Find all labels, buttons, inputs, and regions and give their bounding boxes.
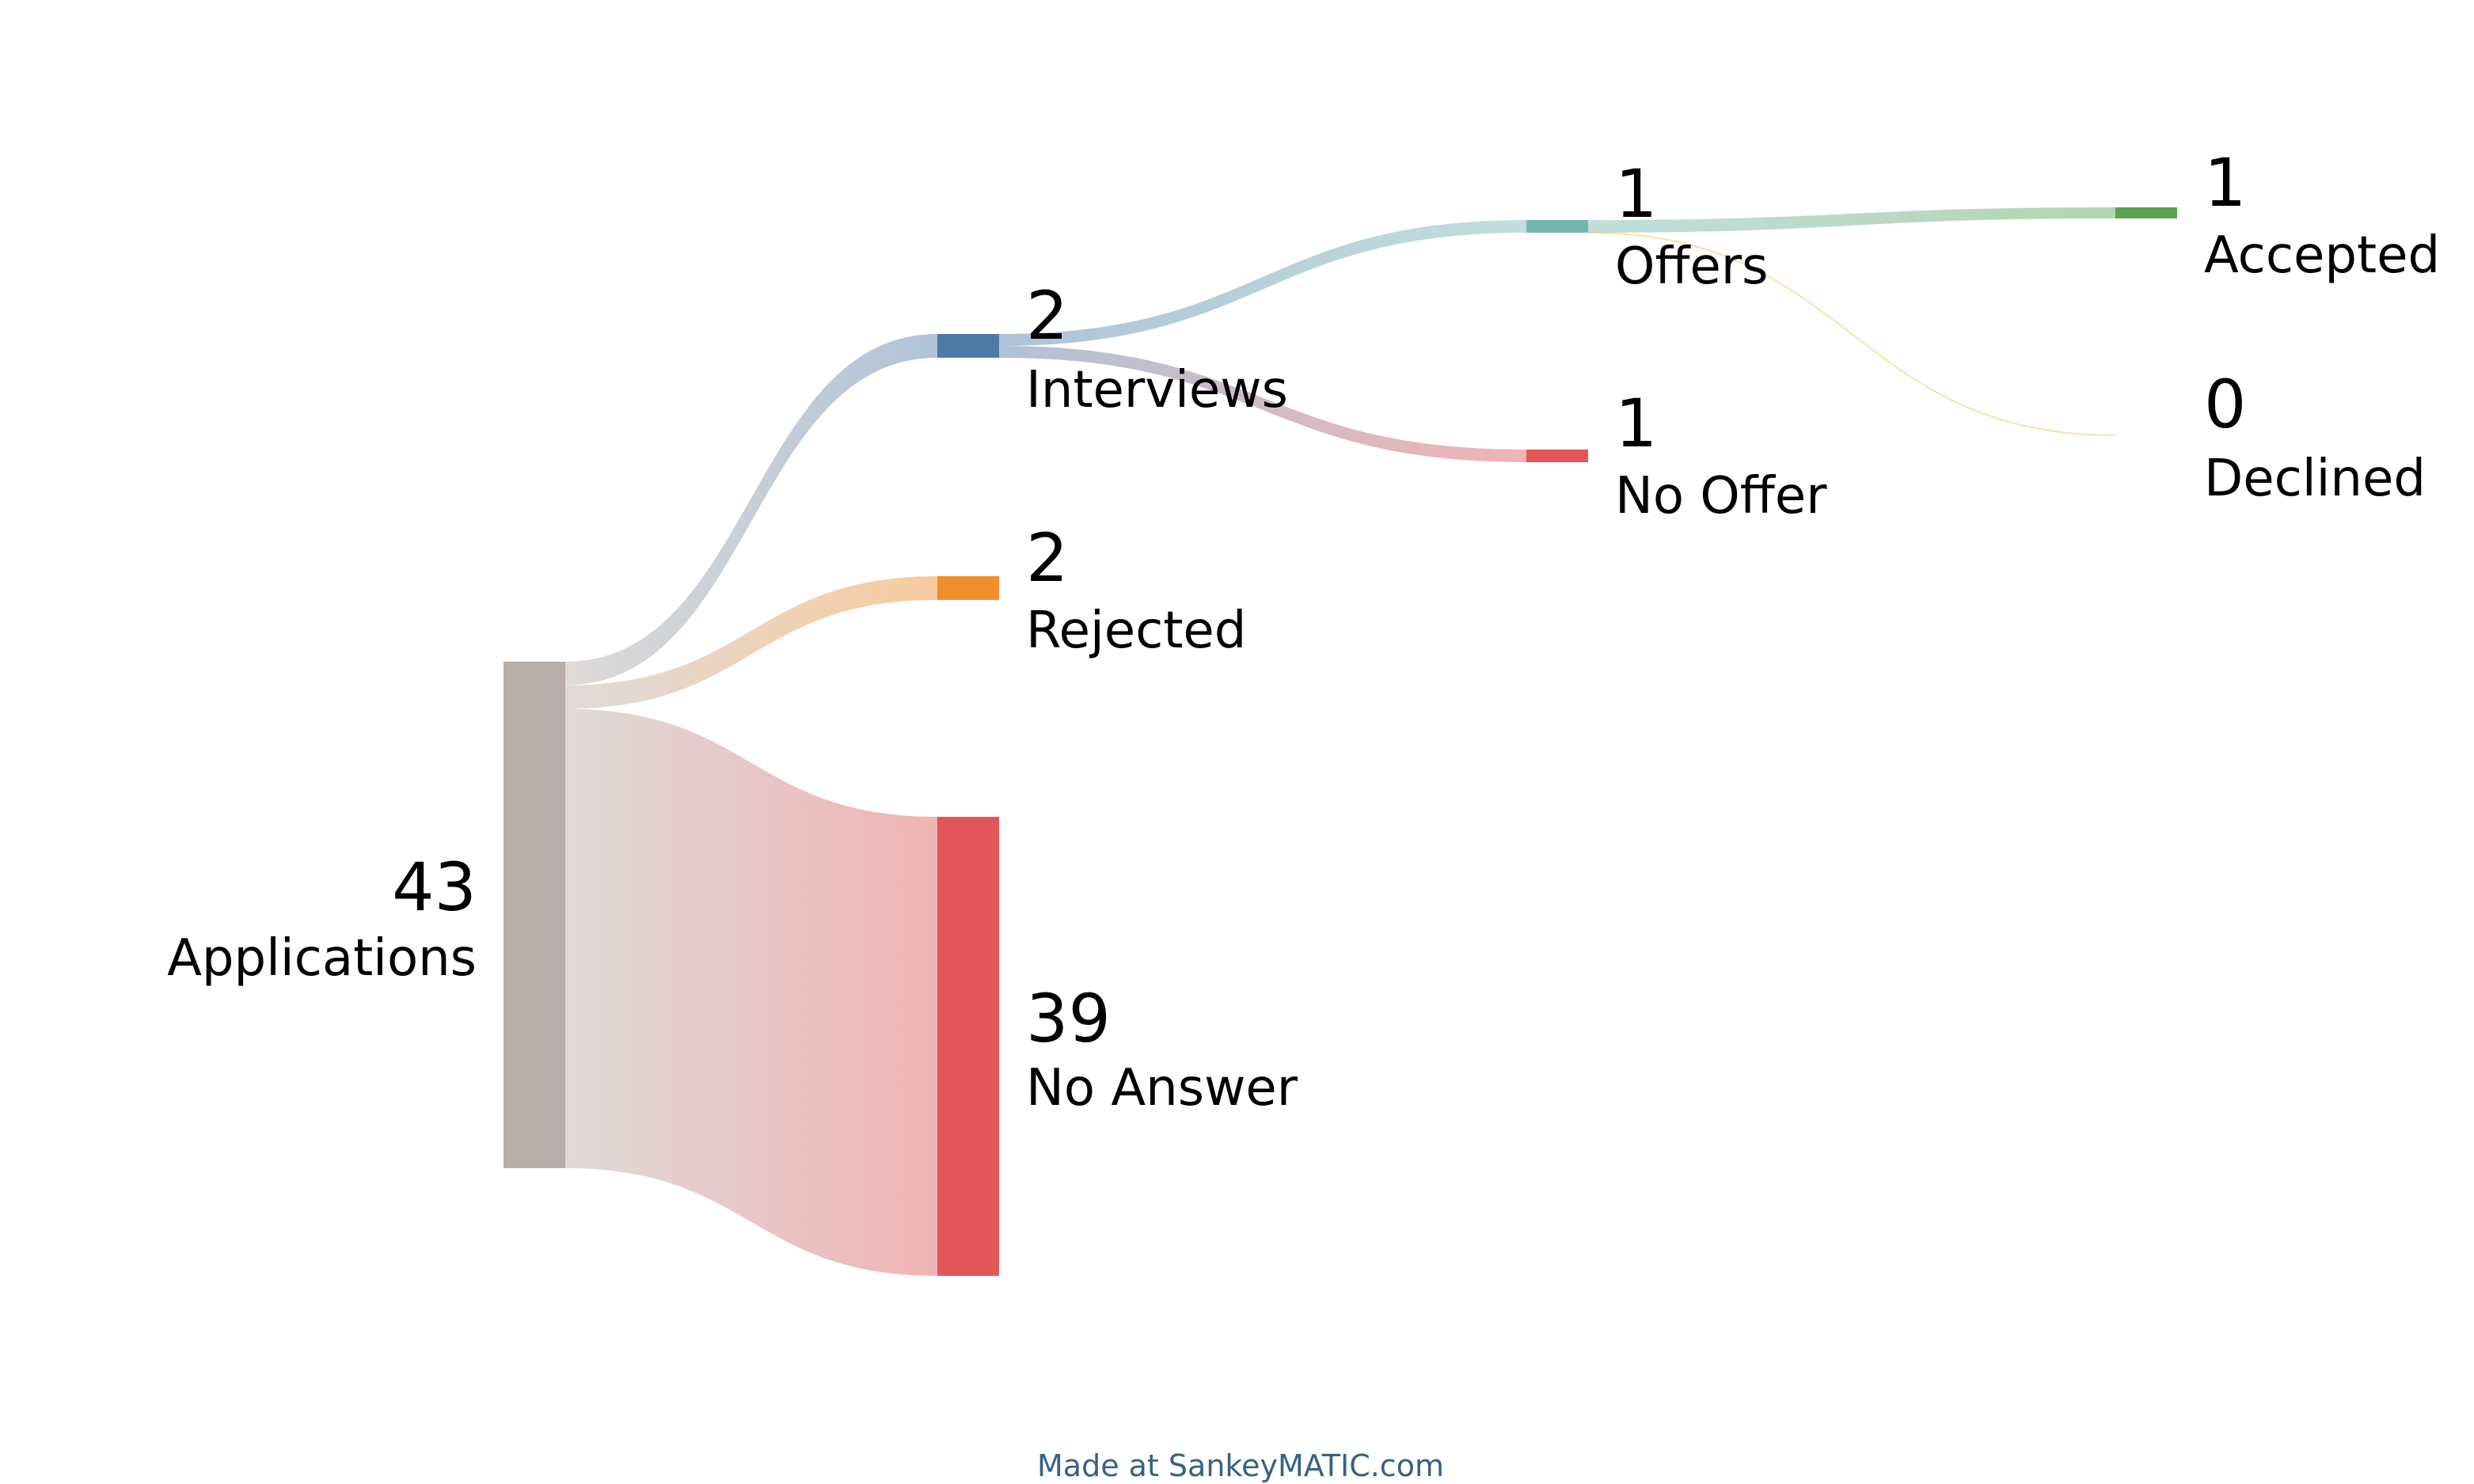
node-no_answer[interactable] <box>937 817 999 1276</box>
node-applications[interactable] <box>504 662 565 1168</box>
node-label-rejected: Rejected <box>1026 602 1246 660</box>
node-value-offers: 1 <box>1615 155 1657 233</box>
node-value-interviews: 2 <box>1026 277 1068 355</box>
node-label-no_answer: No Answer <box>1026 1059 1298 1118</box>
footer-credit[interactable]: Made at SankeyMATIC.com <box>1037 1448 1444 1483</box>
node-accepted[interactable] <box>2115 207 2177 218</box>
node-interviews[interactable] <box>937 334 999 358</box>
node-value-declined: 0 <box>2204 366 2246 443</box>
node-value-no_offer: 1 <box>1615 385 1657 462</box>
nodes <box>504 207 2177 1276</box>
node-label-offers: Offers <box>1615 237 1769 296</box>
node-value-rejected: 2 <box>1026 519 1068 597</box>
flow-offers-to-declined[interactable] <box>1587 232 2116 436</box>
node-no_offer[interactable] <box>1526 450 1588 462</box>
flows <box>565 207 2116 1276</box>
node-label-interviews: Interviews <box>1026 361 1288 419</box>
node-rejected[interactable] <box>937 576 999 600</box>
node-value-no_answer: 39 <box>1026 980 1111 1057</box>
node-label-declined: Declined <box>2204 450 2426 508</box>
flow-applications-to-rejected[interactable] <box>565 576 937 709</box>
node-value-applications: 43 <box>392 848 477 926</box>
node-label-no_offer: No Offer <box>1615 467 1827 526</box>
flow-applications-to-no_answer[interactable] <box>565 708 937 1276</box>
flow-applications-to-interviews[interactable] <box>565 334 937 685</box>
node-offers[interactable] <box>1526 220 1588 233</box>
node-value-accepted: 1 <box>2204 144 2246 222</box>
flow-offers-to-accepted[interactable] <box>1588 207 2115 233</box>
node-label-accepted: Accepted <box>2204 226 2440 285</box>
flow-interviews-to-no_offer[interactable] <box>999 346 1526 462</box>
flow-interviews-to-offers[interactable] <box>999 220 1526 346</box>
node-label-applications: Applications <box>167 929 477 988</box>
